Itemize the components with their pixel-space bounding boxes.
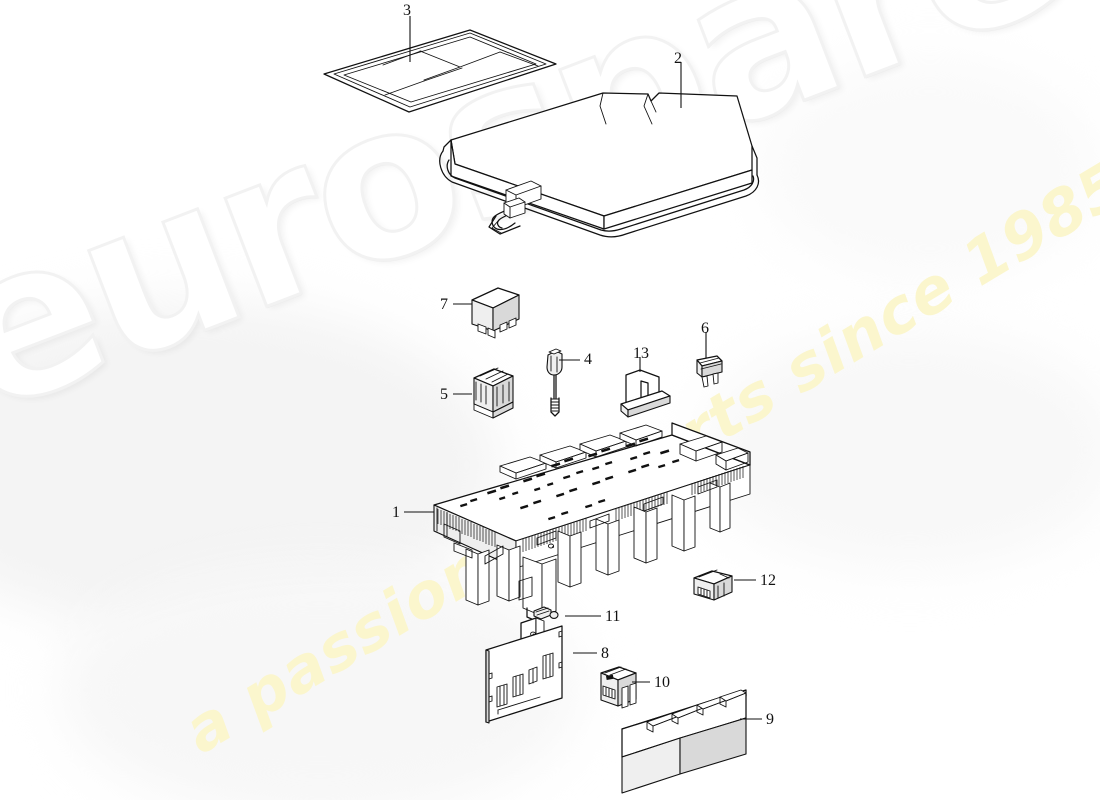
- callout-number-4: 4: [584, 351, 592, 368]
- part-13-cable-guide-clip: [620, 369, 671, 418]
- callout-number-5: 5: [440, 386, 448, 403]
- part-12-retaining-clip: [693, 569, 733, 601]
- callout-number-11: 11: [605, 608, 621, 625]
- part-5-multi-pin-relay: [473, 367, 514, 419]
- part-7-relay-cube: [471, 287, 520, 339]
- callout-number-3: 3: [403, 2, 411, 19]
- part-9-connector-block: [621, 689, 747, 794]
- part-6-blade-fuse: [696, 355, 723, 388]
- callout-number-9: 9: [766, 711, 774, 728]
- part-3-cover-seal-frame: [323, 29, 557, 113]
- callout-number-8: 8: [601, 645, 609, 662]
- callout-number-2: 2: [674, 50, 682, 67]
- part-2-cover-housing: [439, 92, 760, 238]
- callout-number-12: 12: [760, 572, 776, 589]
- part-10-relay-socket: [600, 666, 637, 709]
- callout-number-7: 7: [440, 296, 448, 313]
- part-1-fuse-relay-carrier: [433, 422, 751, 617]
- callout-number-13: 13: [633, 345, 649, 362]
- callout-number-10: 10: [654, 674, 670, 691]
- part-4-contact-pin: [546, 348, 563, 417]
- callout-leader-lines: [404, 16, 762, 720]
- part-11-fixing-screw: [526, 606, 559, 621]
- part-8-mounting-bracket-plate: [485, 617, 563, 724]
- callout-number-1: 1: [392, 504, 400, 521]
- callout-number-6: 6: [701, 320, 709, 337]
